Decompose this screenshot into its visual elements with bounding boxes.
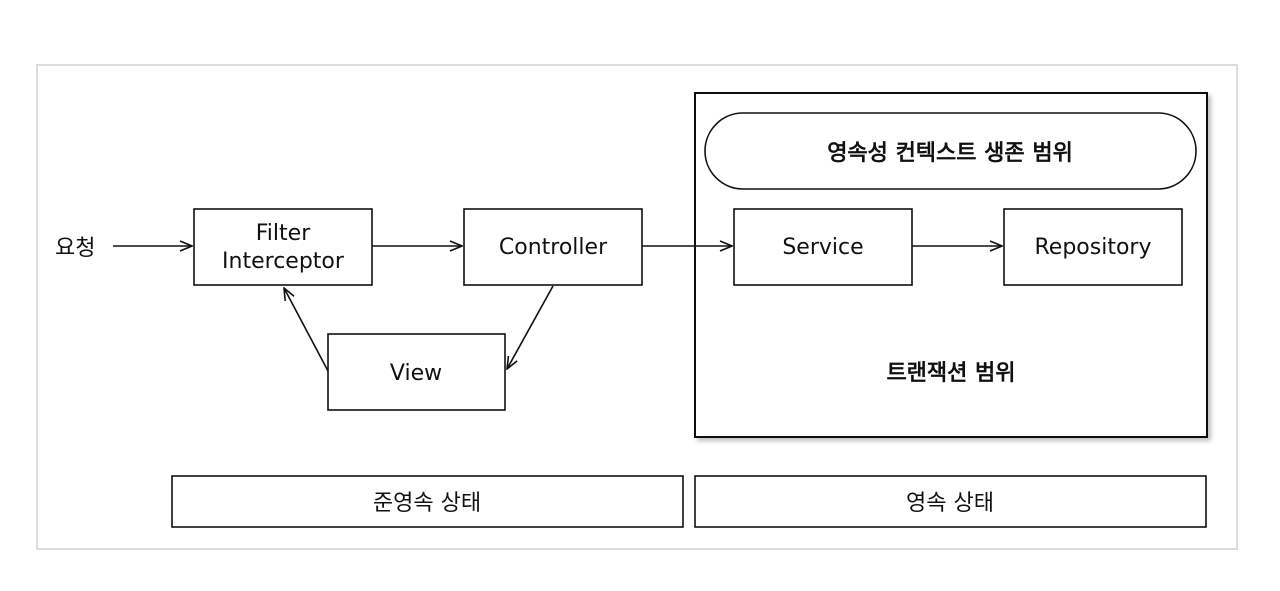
service-box [733, 208, 913, 286]
persistence-context-ellipse [704, 112, 1197, 190]
detached-state-label: 준영속 상태 [373, 491, 481, 516]
detached-state-box [171, 475, 684, 528]
service-label: Service [782, 235, 863, 260]
transaction-scope-label: 트랜잭션 범위 [886, 361, 1015, 386]
arrow-controller-to-view [507, 285, 554, 369]
filter-label: Filter [256, 221, 311, 246]
repository-box [1003, 208, 1183, 286]
arrow-view-to-filter [284, 288, 329, 372]
view-box [327, 333, 506, 411]
request-label: 요청 [55, 236, 95, 261]
controller-box [463, 208, 643, 286]
persistence-context-label: 영속성 컨텍스트 생존 범위 [827, 141, 1073, 166]
interceptor-label: Interceptor [222, 249, 345, 274]
persistent-state-label: 영속 상태 [906, 491, 994, 516]
view-label: View [390, 361, 442, 386]
filter-interceptor-box [193, 208, 373, 286]
repository-label: Repository [1035, 235, 1152, 260]
persistent-state-box [694, 475, 1207, 528]
controller-label: Controller [499, 235, 608, 260]
